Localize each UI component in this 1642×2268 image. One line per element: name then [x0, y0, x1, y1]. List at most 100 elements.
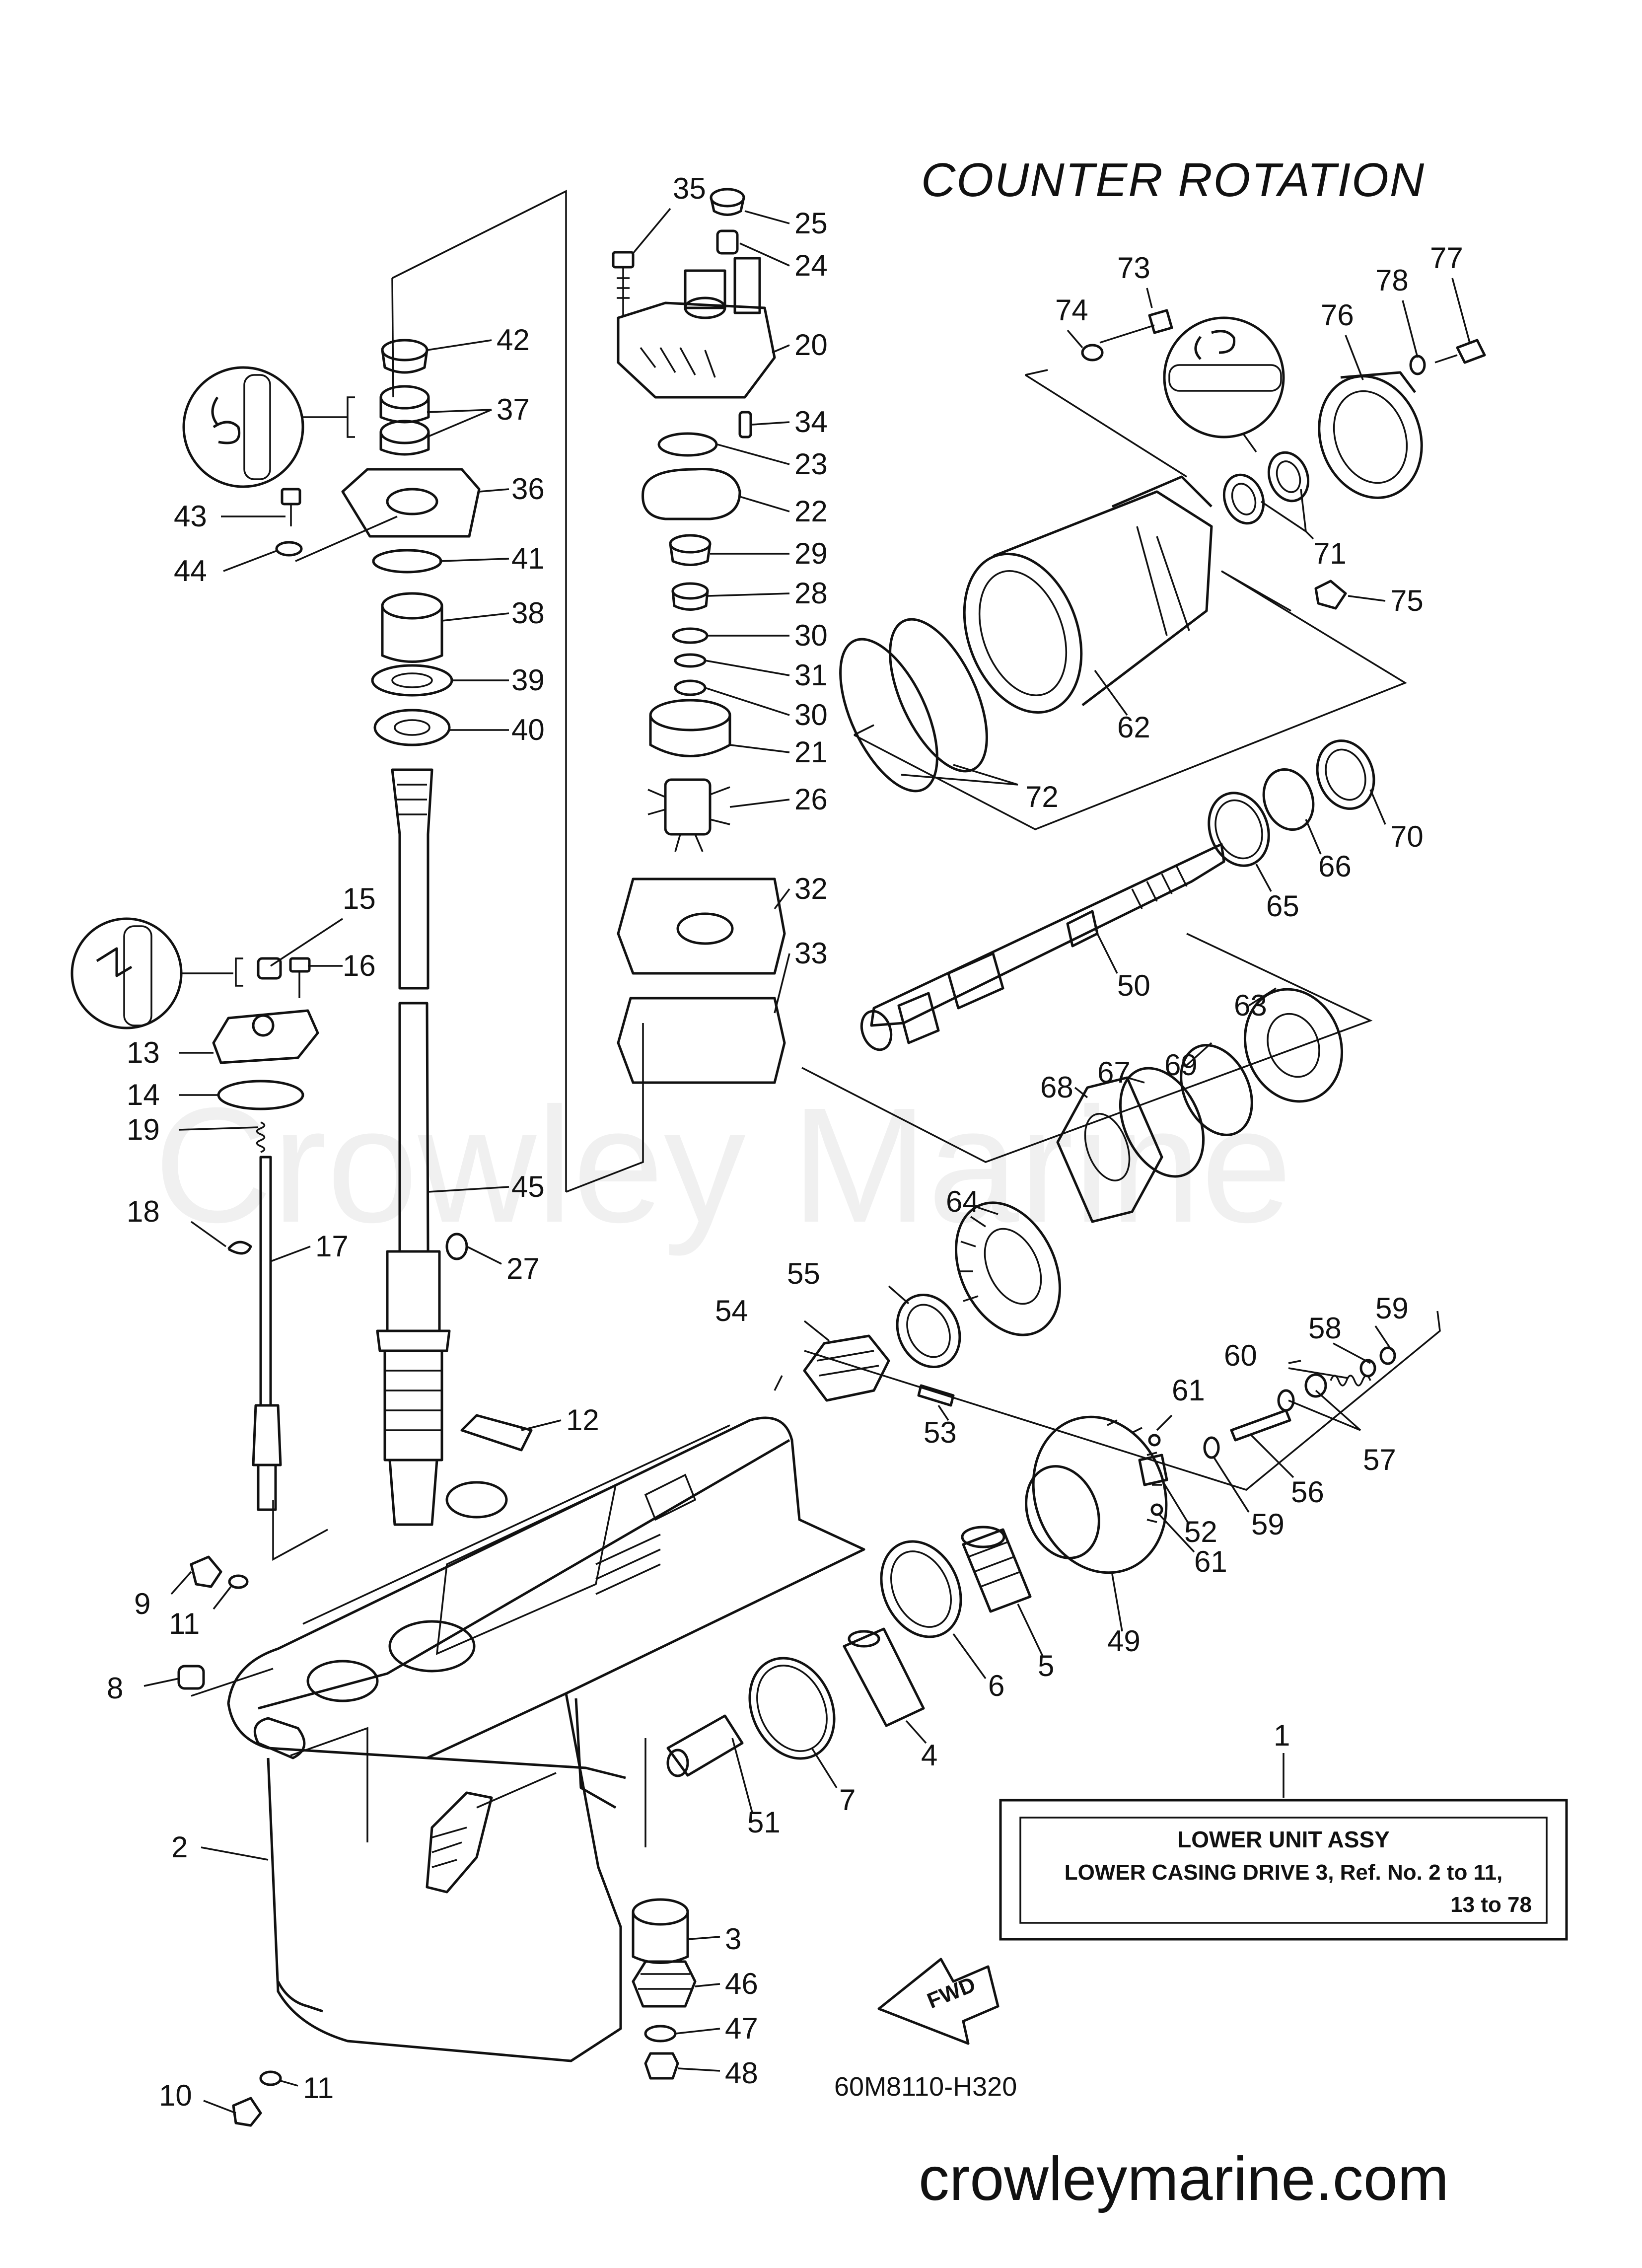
part-callout-c2: 2 [171, 1830, 188, 1864]
part-callout-c61b: 61 [1194, 1545, 1227, 1578]
part-callout-c24: 24 [794, 249, 828, 282]
part-callout-c65: 65 [1266, 889, 1299, 923]
gear-bearing-set [748, 1293, 1396, 1760]
part-callout-c25: 25 [794, 207, 828, 240]
part-callout-c38: 38 [511, 596, 545, 630]
part-callout-c34: 34 [794, 405, 828, 439]
part-callout-c36: 36 [511, 472, 545, 506]
part-callout-c42: 42 [497, 323, 530, 357]
part-callout-c47: 47 [725, 2012, 758, 2045]
part-callout-c54: 54 [715, 1294, 748, 1327]
part-callout-c4: 4 [921, 1739, 937, 1772]
lower-casing [227, 1414, 865, 2062]
part-callout-c58: 58 [1308, 1312, 1342, 1345]
part-callout-c53: 53 [924, 1416, 957, 1449]
part-callout-c22: 22 [794, 495, 828, 528]
part-callout-c70: 70 [1390, 820, 1424, 853]
part-callout-c10: 10 [159, 2079, 192, 2112]
part-callout-c8: 8 [107, 1672, 123, 1705]
watermark: Crowley Marine [154, 1073, 1292, 1257]
part-callout-c75: 75 [1390, 584, 1424, 617]
part-callout-c21: 21 [794, 735, 828, 769]
part-callout-c46: 46 [725, 1967, 758, 2000]
part-callout-c11b: 11 [303, 2071, 334, 2105]
part-callout-c67: 67 [1097, 1056, 1131, 1089]
callout-labels: 3525242034232229283031302126323342373643… [107, 172, 1463, 2112]
part-callout-c12: 12 [566, 1403, 599, 1437]
part-callout-c32: 32 [794, 872, 828, 905]
part-callout-c30a: 30 [794, 619, 828, 652]
drawing-code: 60M8110-H320 [834, 2072, 1017, 2102]
assembly-title: LOWER UNIT ASSY [1177, 1827, 1390, 1852]
part-callout-c40: 40 [511, 713, 545, 746]
part-callout-c60: 60 [1224, 1339, 1257, 1372]
part-callout-c52: 52 [1184, 1515, 1217, 1548]
part-callout-c69: 69 [1164, 1048, 1198, 1082]
part-callout-c45: 45 [511, 1170, 545, 1203]
part-callout-c7: 7 [839, 1783, 856, 1817]
part-callout-c71: 71 [1313, 537, 1347, 570]
part-callout-c35: 35 [673, 172, 706, 205]
part-callout-c31: 31 [794, 658, 828, 692]
sealant-detail-circle-top [182, 366, 355, 488]
part-callout-c5: 5 [1038, 1649, 1054, 1683]
leader-lines [143, 208, 1471, 2114]
part-callout-c62: 62 [1117, 711, 1150, 744]
part-callout-c28: 28 [794, 577, 828, 610]
part-callout-c44: 44 [174, 554, 207, 587]
site-url: crowleymarine.com [919, 2145, 1449, 2213]
part-callout-c16: 16 [343, 949, 376, 982]
assembly-line-2: LOWER CASING DRIVE 3, Ref. No. 2 to 11, [1065, 1860, 1503, 1885]
part-callout-c74: 74 [1055, 293, 1088, 327]
part-callout-c57: 57 [1363, 1443, 1396, 1476]
diagram-heading: COUNTER ROTATION [921, 153, 1425, 207]
part-callout-c73: 73 [1117, 251, 1150, 285]
part-callout-c23: 23 [794, 447, 828, 481]
part-callout-c3: 3 [725, 1922, 741, 1956]
part-callout-c59a: 59 [1375, 1292, 1409, 1325]
part-callout-c61a: 61 [1172, 1374, 1205, 1407]
part-callout-c26: 26 [794, 783, 828, 816]
part-callout-c20: 20 [794, 328, 828, 362]
part-callout-c48: 48 [725, 2056, 758, 2090]
part-callout-c9: 9 [134, 1587, 150, 1620]
part-callout-c37: 37 [497, 393, 530, 426]
part-callout-c63: 63 [1234, 989, 1267, 1022]
part-callout-c64: 64 [946, 1185, 979, 1218]
propeller-shaft-group [839, 309, 1486, 1336]
part-callout-c19: 19 [127, 1113, 160, 1146]
part-callout-c11a: 11 [169, 1607, 200, 1640]
part-callout-c77: 77 [1430, 241, 1463, 275]
part-callout-c30b: 30 [794, 698, 828, 732]
part-callout-c41: 41 [511, 542, 545, 575]
part-callout-c76: 76 [1321, 298, 1354, 332]
part-callout-c56: 56 [1291, 1475, 1324, 1509]
group-outlines [191, 190, 1441, 1847]
part-callout-c18: 18 [127, 1195, 160, 1228]
part-callout-c59b: 59 [1251, 1508, 1285, 1541]
part-callout-c49: 49 [1107, 1624, 1141, 1658]
part-callout-c55: 55 [787, 1257, 820, 1290]
part-callout-c27: 27 [506, 1252, 540, 1285]
assembly-note-box: LOWER UNIT ASSY LOWER CASING DRIVE 3, Re… [999, 1753, 1568, 1941]
sealant-detail-circle-right [1163, 316, 1285, 453]
part-callout-c66: 66 [1318, 850, 1352, 883]
part-callout-c13: 13 [127, 1036, 160, 1069]
part-callout-c17: 17 [315, 1230, 349, 1263]
sealant-detail-circle-mid [71, 917, 243, 1029]
part-callout-c6: 6 [988, 1669, 1004, 1702]
part-callout-c51: 51 [747, 1806, 781, 1839]
part-callout-c78: 78 [1375, 264, 1409, 297]
water-pump-stack [612, 188, 786, 1084]
fwd-arrow-icon: FWD [877, 1958, 999, 2045]
loose-parts [177, 1233, 744, 2127]
part-callout-c39: 39 [511, 663, 545, 697]
part-callout-c1: 1 [1274, 1719, 1290, 1752]
part-callout-c33: 33 [794, 937, 828, 970]
part-callout-c15: 15 [343, 882, 376, 915]
part-callout-c68: 68 [1040, 1071, 1073, 1104]
part-callout-c14: 14 [127, 1078, 160, 1111]
part-callout-c43: 43 [174, 500, 207, 533]
part-callout-c29: 29 [794, 537, 828, 570]
